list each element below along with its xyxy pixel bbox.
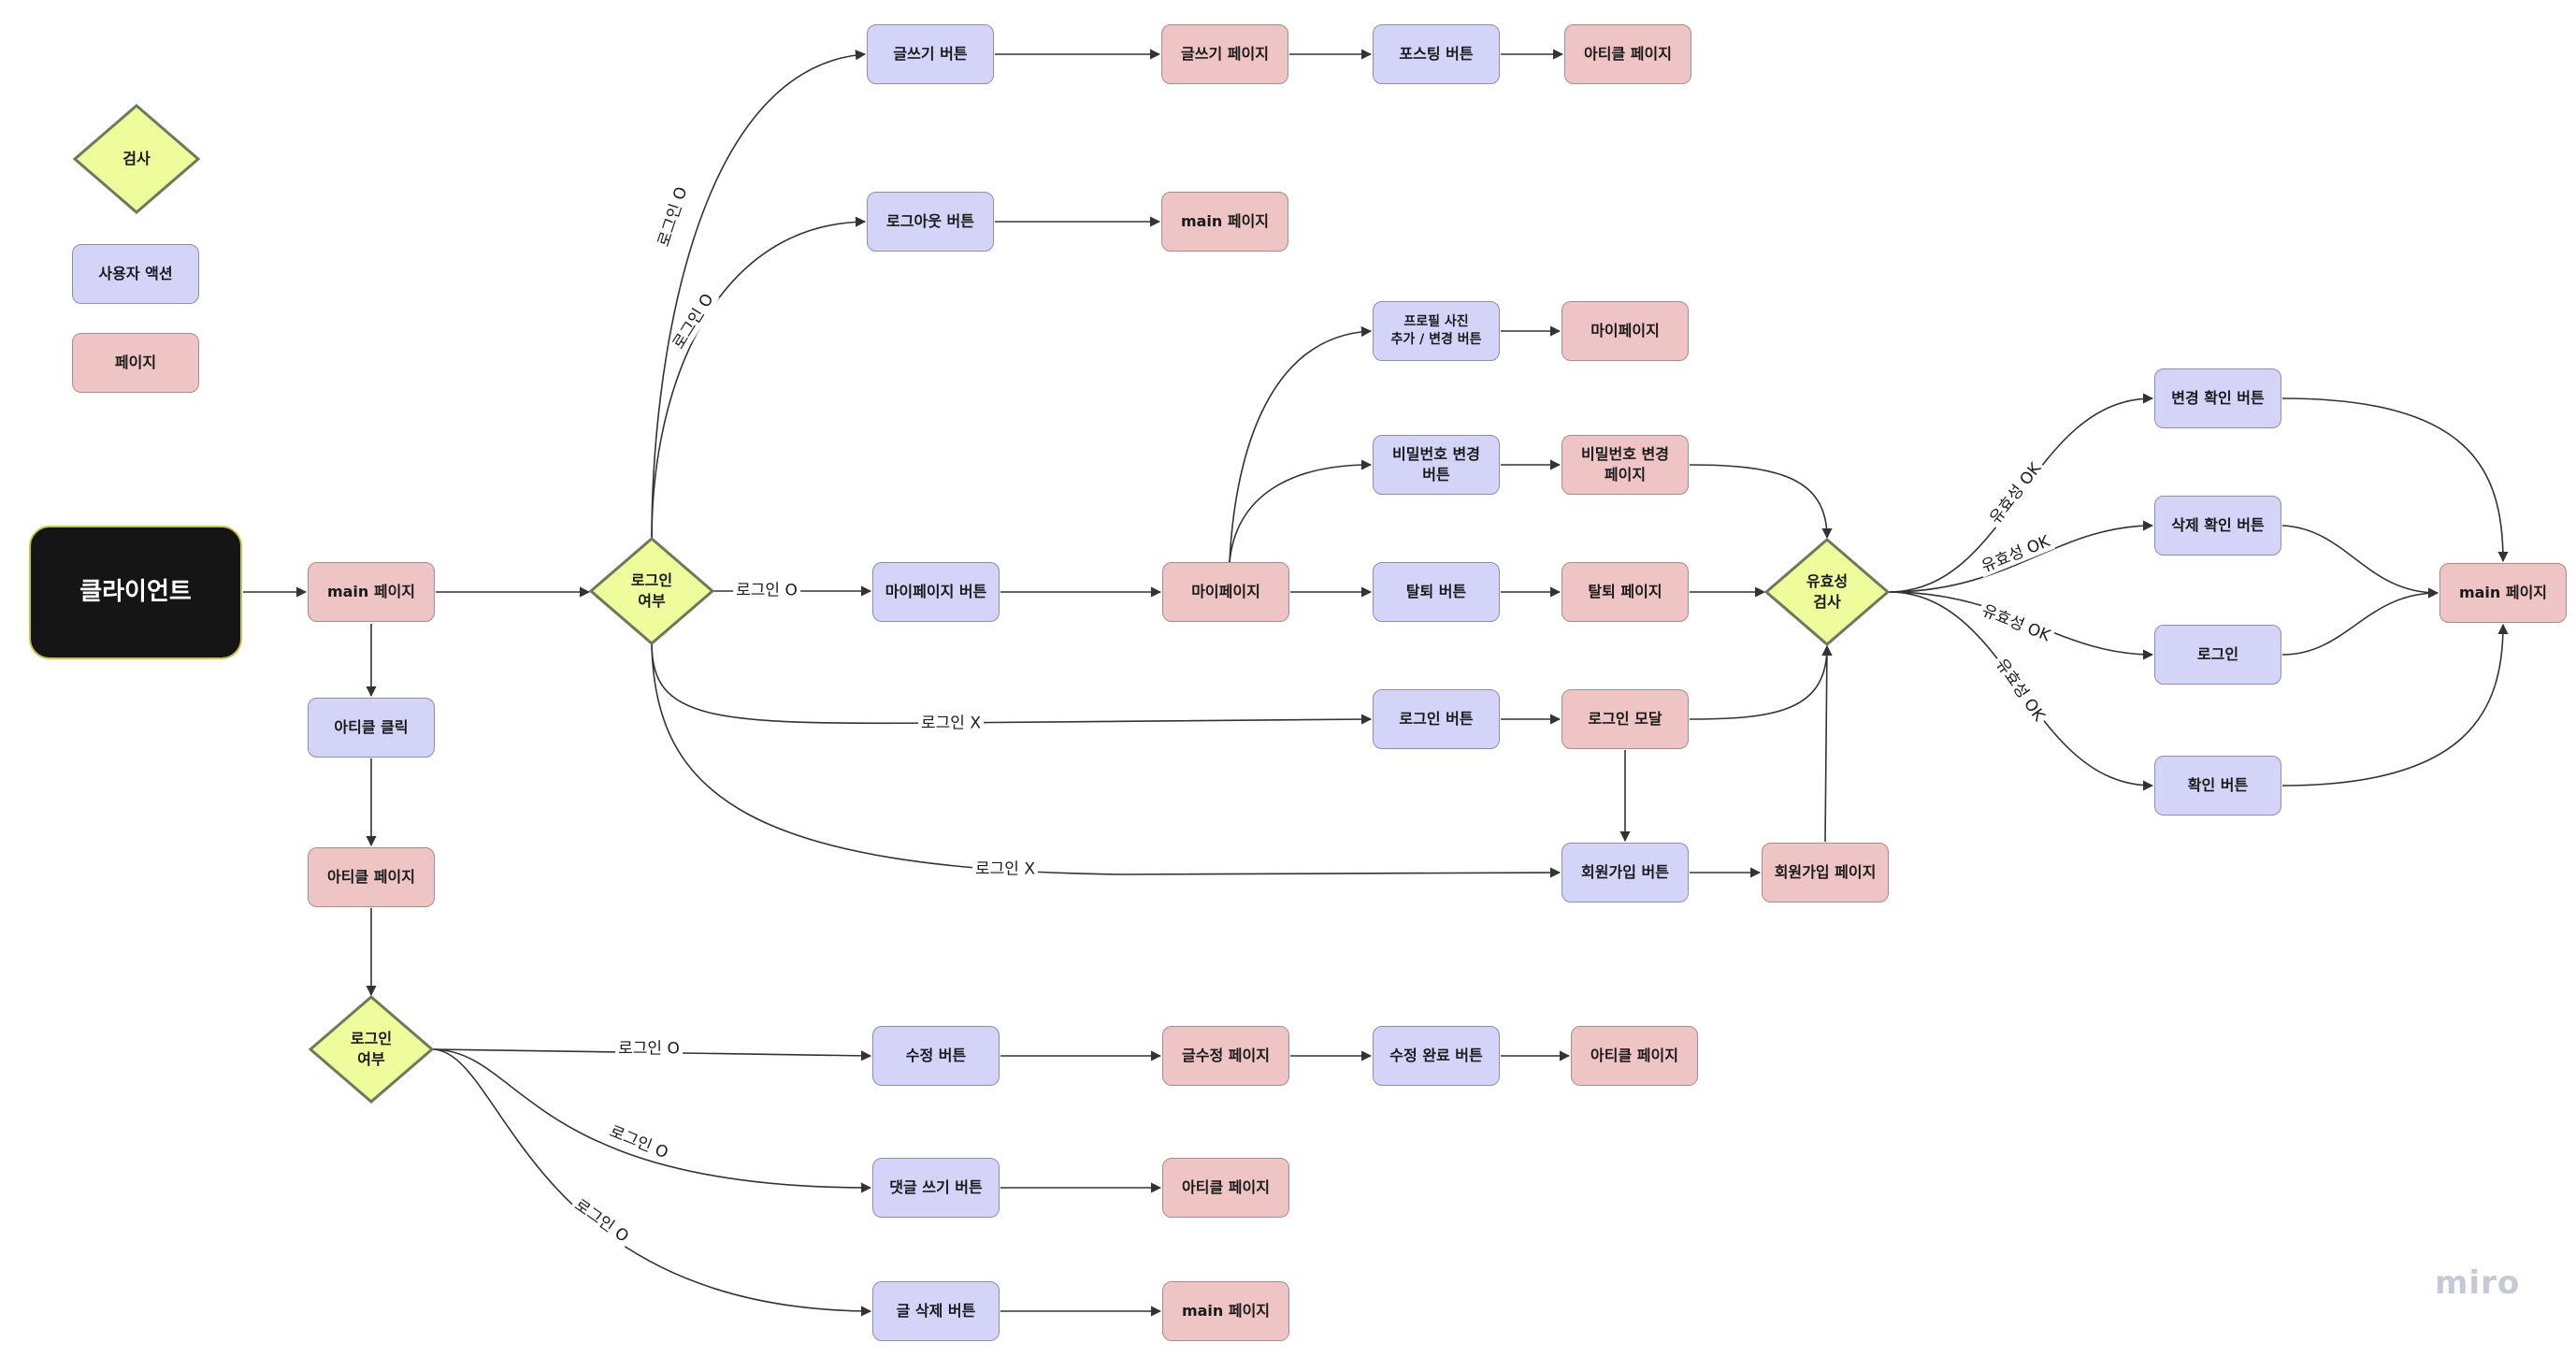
mypage-button-node[interactable]: 마이페이지 버튼 <box>872 562 1000 622</box>
connector-arrow <box>1689 464 1833 540</box>
connector-arrow <box>1888 520 2154 593</box>
mypage-node[interactable]: 마이페이지 <box>1162 562 1289 622</box>
connector-arrow <box>431 1048 872 1317</box>
decision-shapes <box>72 104 1891 1104</box>
signup-button-node[interactable]: 회원가입 버튼 <box>1561 843 1689 902</box>
validity-check-label: 유효성 검사 <box>1806 572 1849 611</box>
login-check-top-label: 로그인 여부 <box>630 571 673 610</box>
confirm-delete-button-node[interactable]: 삭제 확인 버튼 <box>2154 496 2281 556</box>
login-check-top-diamond <box>588 537 715 645</box>
connector-arrow <box>2281 525 2439 599</box>
legend-check-diamond <box>72 104 201 214</box>
main-page-node[interactable]: main 페이지 <box>308 562 435 622</box>
comment-button-node[interactable]: 댓글 쓰기 버튼 <box>872 1158 1000 1218</box>
posting-button-node[interactable]: 포스팅 버튼 <box>1373 24 1500 84</box>
article-page-node-3[interactable]: 아티클 페이지 <box>1571 1026 1698 1086</box>
write-page-node[interactable]: 글쓰기 페이지 <box>1161 24 1288 84</box>
logout-button-node[interactable]: 로그아웃 버튼 <box>867 192 994 252</box>
password-change-page-node[interactable]: 비밀번호 변경 페이지 <box>1561 435 1689 495</box>
login-modal-node[interactable]: 로그인 모달 <box>1561 689 1689 749</box>
signup-page-node[interactable]: 회원가입 페이지 <box>1762 843 1889 902</box>
main-page-node-2[interactable]: main 페이지 <box>1161 192 1288 252</box>
validity-check-diamond <box>1763 538 1891 646</box>
article-page-node-2[interactable]: 아티클 페이지 <box>1564 24 1691 84</box>
password-change-button-node[interactable]: 비밀번호 변경 버튼 <box>1373 435 1500 495</box>
login-button-node[interactable]: 로그인 버튼 <box>1373 689 1500 749</box>
profile-photo-button-node[interactable]: 프로필 사진 추가 / 변경 버튼 <box>1373 301 1500 361</box>
edit-page-node[interactable]: 글수정 페이지 <box>1162 1026 1289 1086</box>
connector-arrow <box>651 642 1561 878</box>
connector-lines <box>243 49 2509 1317</box>
connector-arrow <box>1229 459 1373 563</box>
main-page-node-3[interactable]: main 페이지 <box>1162 1281 1289 1341</box>
edge-label-login-x: 로그인 X <box>918 715 984 733</box>
delete-post-button-node[interactable]: 글 삭제 버튼 <box>872 1281 1000 1341</box>
login-check-bottom-diamond <box>308 995 435 1104</box>
miro-watermark: miro <box>2435 1264 2521 1302</box>
login-node[interactable]: 로그인 <box>2154 625 2281 685</box>
connector-arrow <box>2281 397 2509 563</box>
client-start-node[interactable]: 클라이언트 <box>29 526 242 659</box>
withdraw-button-node[interactable]: 탈퇴 버튼 <box>1373 562 1500 622</box>
edit-done-button-node[interactable]: 수정 완료 버튼 <box>1373 1026 1500 1086</box>
connector-arrow <box>651 216 867 540</box>
connector-arrow <box>1689 644 1833 720</box>
connector-arrow <box>431 1048 872 1193</box>
edit-button-node[interactable]: 수정 버튼 <box>872 1026 1000 1086</box>
main-page-final-node[interactable]: main 페이지 <box>2439 563 2567 623</box>
write-button-node[interactable]: 글쓰기 버튼 <box>867 24 994 84</box>
edge-label-login-o: 로그인 O <box>615 1040 683 1059</box>
connector-arrow <box>651 642 1373 725</box>
legend-user-action: 사용자 액션 <box>72 244 199 304</box>
edge-label-login-o: 로그인 O <box>733 582 800 600</box>
legend-page: 페이지 <box>72 333 199 393</box>
legend-check-label: 검사 <box>122 150 151 168</box>
article-page-node-4[interactable]: 아티클 페이지 <box>1162 1158 1289 1218</box>
connector-arrow <box>651 50 867 540</box>
connector-arrow <box>2281 587 2439 656</box>
mypage-node-2[interactable]: 마이페이지 <box>1561 301 1689 361</box>
login-check-bottom-label: 로그인 여부 <box>350 1030 393 1068</box>
article-click-node[interactable]: 아티클 클릭 <box>308 698 435 758</box>
withdraw-page-node[interactable]: 탈퇴 페이지 <box>1561 562 1689 622</box>
confirm-change-button-node[interactable]: 변경 확인 버튼 <box>2154 368 2281 428</box>
edge-label-login-x: 로그인 X <box>972 860 1038 879</box>
article-page-node-1[interactable]: 아티클 페이지 <box>308 847 435 907</box>
connector-arrow <box>1821 644 1833 843</box>
confirm-button-node[interactable]: 확인 버튼 <box>2154 756 2281 816</box>
connector-arrow <box>2281 623 2509 787</box>
connector-arrow <box>1229 325 1373 563</box>
